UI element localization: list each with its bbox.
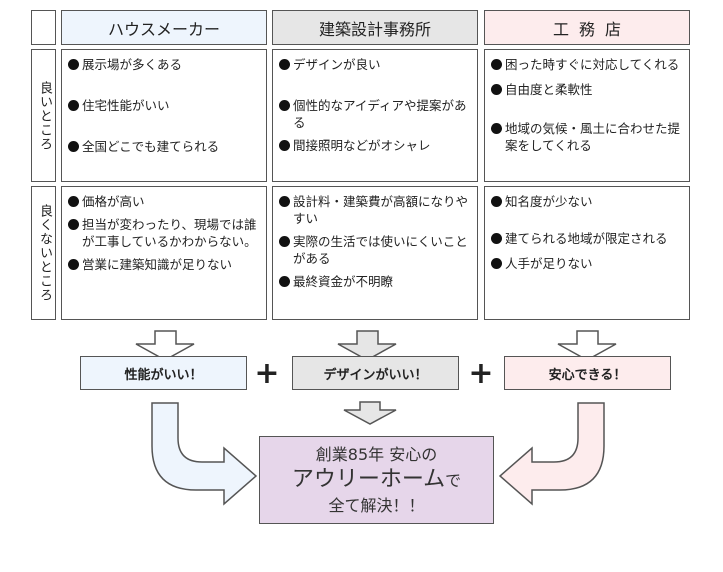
row-label-bad: 良くないところ [31, 186, 56, 320]
plus-sign-2: + [468, 356, 494, 391]
down-arrow-2 [337, 330, 397, 361]
list-item: 価格が高い [68, 193, 262, 210]
summary-performance: 性能がいい！ [80, 356, 247, 390]
cell-good-house-maker: 展示場が多くある 住宅性能がいい 全国どこでも建てられる [61, 49, 267, 182]
row-label-good: 良いところ [31, 49, 56, 182]
header-builder: 工務店 [484, 10, 690, 45]
list-item: 知名度が少ない [491, 193, 685, 210]
list-item: 実際の生活では使いにくいことがある [279, 233, 473, 267]
list-item: 建てられる地域が限定される [491, 230, 685, 247]
list-item: 自由度と柔軟性 [491, 81, 685, 98]
company-name: アウリーホーム [291, 466, 446, 492]
list-item: 地域の気候・風土に合わせた提案をしてくれる [491, 120, 685, 154]
list-item: 営業に建築知識が足りない [68, 256, 262, 273]
list-item: 困った時すぐに対応してくれる [491, 56, 685, 73]
cell-good-builder: 困った時すぐに対応してくれる 自由度と柔軟性 地域の気候・風土に合わせた提案をし… [484, 49, 690, 182]
final-line-2-suffix: で [445, 470, 462, 490]
cell-good-design-office: デザインが良い 個性的なアイディアや提案がある 間接照明などがオシャレ [272, 49, 478, 182]
summary-design: デザインがいい！ [292, 356, 459, 390]
summary-reassurance: 安心できる！ [504, 356, 671, 390]
down-arrow-3 [557, 330, 617, 361]
list-item: デザインが良い [279, 56, 473, 73]
header-house-maker: ハウスメーカー [61, 10, 267, 45]
list-item: 個性的なアイディアや提案がある [279, 97, 473, 131]
final-line-1: 創業85年 安心の [315, 444, 438, 464]
list-item: 人手が足りない [491, 255, 685, 272]
plus-sign-1: + [254, 356, 280, 391]
down-arrow-center [343, 401, 397, 425]
header-design-office: 建築設計事務所 [272, 10, 478, 45]
corner-blank [31, 10, 56, 45]
cell-bad-builder: 知名度が少ない 建てられる地域が限定される 人手が足りない [484, 186, 690, 320]
final-solution-box: 創業85年 安心の アウリーホームで 全て解決！！ [259, 436, 494, 524]
final-line-2: アウリーホームで [292, 466, 461, 495]
curved-arrow-right [498, 402, 605, 506]
list-item: 展示場が多くある [68, 56, 262, 73]
cell-bad-house-maker: 価格が高い 担当が変わったり、現場では誰が工事しているかわからない。 営業に建築… [61, 186, 267, 320]
list-item: 担当が変わったり、現場では誰が工事しているかわからない。 [68, 216, 262, 250]
cell-bad-design-office: 設計料・建築費が高額になりやすい 実際の生活では使いにくいことがある 最終資金が… [272, 186, 478, 320]
down-arrow-1 [135, 330, 195, 361]
list-item: 全国どこでも建てられる [68, 138, 262, 155]
list-item: 間接照明などがオシャレ [279, 137, 473, 154]
list-item: 住宅性能がいい [68, 97, 262, 114]
curved-arrow-left [151, 402, 258, 506]
list-item: 設計料・建築費が高額になりやすい [279, 193, 473, 227]
list-item: 最終資金が不明瞭 [279, 273, 473, 290]
final-line-3: 全て解決！！ [328, 495, 425, 515]
